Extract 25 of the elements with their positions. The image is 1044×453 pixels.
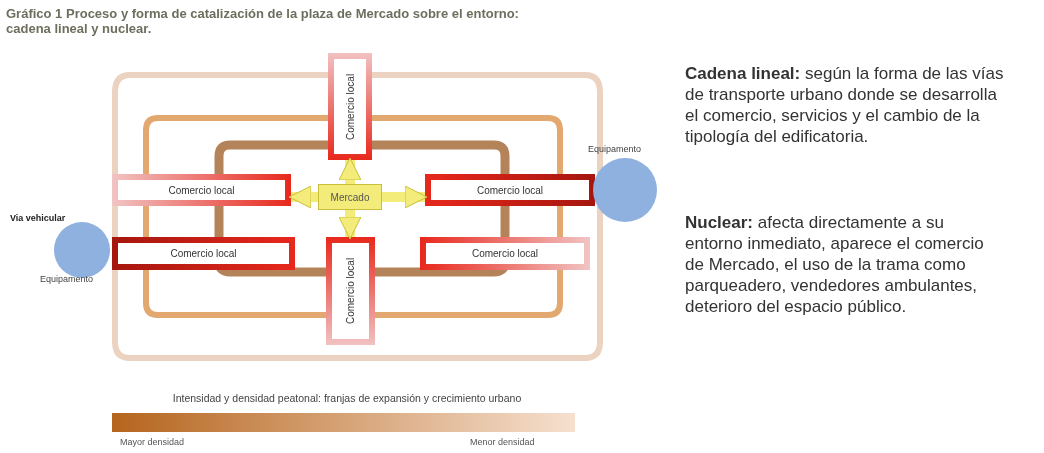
arrow <box>382 185 428 209</box>
arrow <box>338 157 362 184</box>
strip-label: Comercio local <box>426 243 584 264</box>
shop-strip <box>112 174 291 206</box>
market-hub: Mercado <box>318 184 382 210</box>
figure-title: Gráfico 1 Proceso y forma de catalización de la plaza de Mercado sobre el entorno: cadena lineal y nuclear. <box>6 6 520 36</box>
shop-strip <box>112 237 295 270</box>
shop-strip <box>326 237 375 345</box>
facility-label: Equipamento <box>588 144 642 154</box>
arrow <box>288 185 318 209</box>
shop-strip <box>425 174 595 206</box>
strip-label: Comercio local <box>118 243 289 264</box>
density-gradient-bar <box>112 413 575 432</box>
facility-label: Equipamento <box>40 274 94 284</box>
shop-strip <box>328 53 372 160</box>
shop-strip <box>420 237 590 270</box>
road-label: Via vehicular <box>10 213 66 223</box>
strip-label: Comercio local <box>334 59 366 154</box>
description-paragraph: Cadena lineal: según la forma de las vías de transporte urbano donde se desarrolla el comercio, servicios y el cambio de la tipología del edificatoria. <box>685 63 1005 147</box>
scale-caption: Intensidad y densidad peatonal: franjas de expansión y crecimiento urbano <box>171 392 523 404</box>
strip-label: Comercio local <box>118 180 285 200</box>
strip-label: Comercio local <box>431 180 589 200</box>
description-paragraph: Nuclear: afecta directamente a su entorno inmediato, aparece el comercio de Mercado, el uso de la trama como parqueadero, vendedores ambulantes, deterioro del espacio público. <box>685 212 985 317</box>
strip-label: Comercio local <box>332 243 369 339</box>
arrow <box>338 210 362 240</box>
